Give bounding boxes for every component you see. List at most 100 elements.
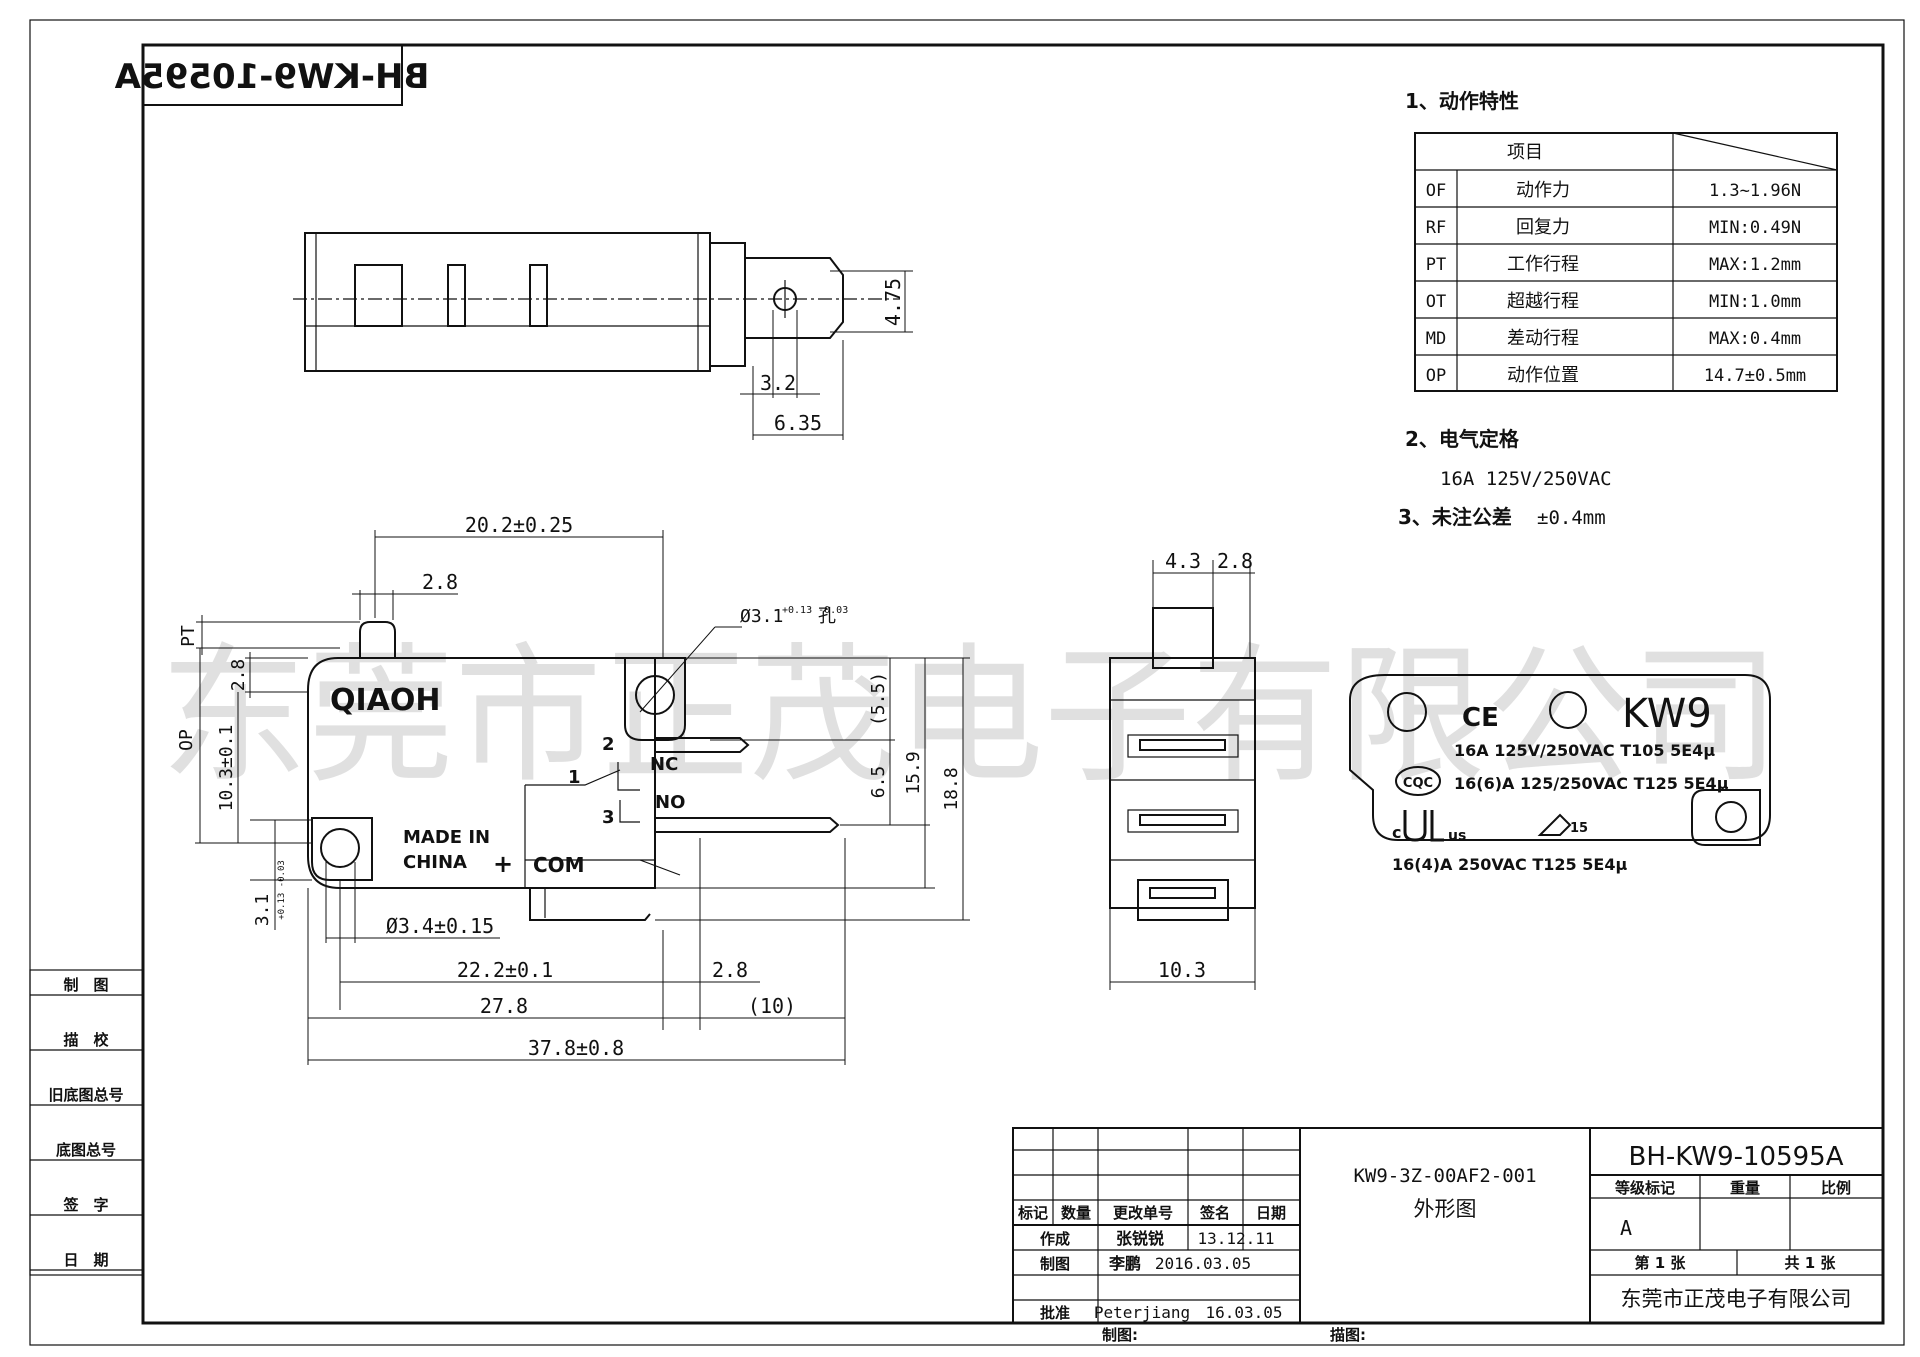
spec-section3-value: ±0.4mm [1537, 507, 1606, 529]
title-block: 标记 数量 更改单号 签名 日期 作成 张锐锐 13.12.11 制图 李鹏 2… [1012, 1127, 1884, 1344]
dim-27-8: 27.8 [480, 994, 528, 1018]
spec-value: MIN:0.49N [1709, 218, 1801, 238]
tb-name: 李鹏 [1108, 1254, 1141, 1273]
hole-tol: +0.13 -0.03 [782, 605, 848, 616]
tb-drawn-by: 制图: [1102, 1326, 1138, 1344]
dim-10-3: 10.3±0.1 [216, 725, 237, 812]
tb-col-head: 标记 [1017, 1204, 1048, 1222]
dim-3-4: Ø3.4±0.15 [386, 914, 494, 938]
spec-block: 1、动作特性 项目 OF 动作力 1.3~1.96N RF 回复力 MIN:0.… [1398, 89, 1838, 529]
pin3-label: 3 [602, 807, 615, 828]
spec-section1-title: 1、动作特性 [1405, 89, 1519, 113]
label-model: KW9 [1622, 691, 1712, 737]
dim-3-2: 3.2 [760, 371, 796, 395]
spec-section3-title: 3、未注公差 [1398, 505, 1512, 529]
mirrored-drawing-number: BH-KW9-10595A [114, 44, 429, 106]
spec-code: OT [1426, 292, 1446, 312]
dim-5-5: (5.5) [868, 672, 889, 726]
tb-part-desc: 外形图 [1414, 1197, 1477, 1221]
dim-6-35: 6.35 [774, 411, 822, 435]
tb-col-head: 签名 [1199, 1204, 1230, 1222]
spec-table-header: 项目 [1507, 142, 1543, 163]
spec-name: 差动行程 [1507, 328, 1579, 349]
spec-name: 超越行程 [1507, 291, 1579, 312]
spec-name: 动作力 [1516, 180, 1570, 201]
brand-text: QIAOH [330, 683, 441, 718]
tb-date: 13.12.11 [1197, 1229, 1274, 1248]
strip-label: 底图总号 [56, 1141, 116, 1159]
label-view: CE KW9 16A 125V/250VAC T105 5E4μ CQC 16(… [1349, 674, 1771, 874]
dim-2-8-left: 2.8 [228, 659, 249, 692]
side-dim-4-3: 4.3 [1165, 549, 1201, 573]
hole-label: Ø3.1 [740, 606, 783, 627]
dim-18-8: 18.8 [941, 767, 962, 810]
tb-sheet-total: 共 1 张 [1785, 1254, 1837, 1272]
tb-col-head: 更改单号 [1113, 1204, 1173, 1222]
tb-role: 作成 [1040, 1230, 1070, 1248]
spec-section2-title: 2、电气定格 [1405, 427, 1520, 451]
tb-grade-head: 等级标记 [1615, 1179, 1675, 1197]
spec-name: 动作位置 [1507, 365, 1579, 386]
cqc-mark: CQC [1403, 776, 1433, 791]
tb-company: 东莞市正茂电子有限公司 [1621, 1287, 1852, 1311]
spec-code: PT [1426, 255, 1446, 275]
strip-label: 签 字 [62, 1196, 108, 1214]
hole-suffix: 孔 [818, 606, 836, 627]
ul-c: c [1392, 823, 1401, 842]
plus-sign: + [493, 850, 513, 878]
tb-role: 批准 [1040, 1304, 1070, 1322]
made-in-line2: CHINA [403, 852, 467, 873]
nc-label: NC [650, 754, 678, 775]
side-dim-10-3: 10.3 [1158, 958, 1206, 982]
strip-label: 旧底图总号 [48, 1086, 123, 1104]
pin1-label: 1 [568, 767, 581, 788]
tb-name: Peterjiang [1094, 1303, 1190, 1322]
dim-37-8: 37.8±0.8 [528, 1036, 624, 1060]
tb-traced-by: 描图: [1330, 1326, 1366, 1344]
dim-15-9: 15.9 [903, 751, 924, 794]
spec-value: 1.3~1.96N [1709, 181, 1801, 201]
dim-2-8-plunger: 2.8 [422, 570, 458, 594]
tb-drawing-number: BH-KW9-10595A [1628, 1142, 1843, 1172]
spec-name: 工作行程 [1507, 254, 1579, 275]
strip-label: 日 期 [63, 1251, 108, 1269]
op-label: OP [176, 729, 197, 751]
made-in-line1: MADE IN [403, 827, 490, 848]
dim-6-5: 6.5 [868, 766, 889, 799]
side-view: 4.3 2.8 10.3 [1109, 549, 1256, 990]
ul-us: us [1448, 828, 1466, 844]
pin2-label: 2 [602, 734, 615, 755]
tb-weight-head: 重量 [1730, 1179, 1760, 1197]
dim-3-1: 3.1 [252, 894, 273, 927]
left-strip: 制 图 描 校 旧底图总号 底图总号 签 字 日 期 [29, 969, 144, 1276]
side-dim-2-8: 2.8 [1217, 549, 1253, 573]
label-line3: 16(4)A 250VAC T125 5E4μ [1392, 855, 1627, 874]
tb-col-head: 日期 [1256, 1204, 1286, 1222]
spec-value: MIN:1.0mm [1709, 292, 1801, 312]
enec-mark: 15 [1570, 821, 1588, 836]
front-view: QIAOH MADE IN CHINA + COM NC NO 1 2 3 20… [176, 513, 970, 1065]
dim-10: (10) [748, 994, 796, 1018]
dim-3-1-tol: +0.13 -0.03 [277, 860, 287, 920]
tb-date: 16.03.05 [1205, 1303, 1282, 1322]
spec-section2-value: 16A 125V/250VAC [1440, 468, 1612, 490]
label-logo-vertical: CE [1462, 703, 1499, 733]
label-line1: 16A 125V/250VAC T105 5E4μ [1454, 741, 1715, 760]
spec-code: MD [1426, 329, 1446, 349]
spec-value: 14.7±0.5mm [1704, 366, 1806, 386]
spec-code: OF [1426, 181, 1446, 201]
tb-grade-value: A [1620, 1216, 1632, 1240]
spec-value: MAX:1.2mm [1709, 255, 1801, 275]
tb-part-no: KW9-3Z-00AF2-001 [1353, 1165, 1536, 1187]
dim-20-2: 20.2±0.25 [465, 513, 573, 537]
spec-code: OP [1426, 366, 1446, 386]
pt-label: PT [178, 625, 199, 647]
spec-code: RF [1426, 218, 1446, 238]
strip-label: 制 图 [63, 976, 108, 994]
no-label: NO [655, 792, 685, 813]
tb-date: 2016.03.05 [1155, 1254, 1251, 1273]
label-line2: 16(6)A 125/250VAC T125 5E4μ [1454, 774, 1729, 793]
dim-22-2: 22.2±0.1 [457, 958, 553, 982]
spec-name: 回复力 [1516, 217, 1570, 238]
